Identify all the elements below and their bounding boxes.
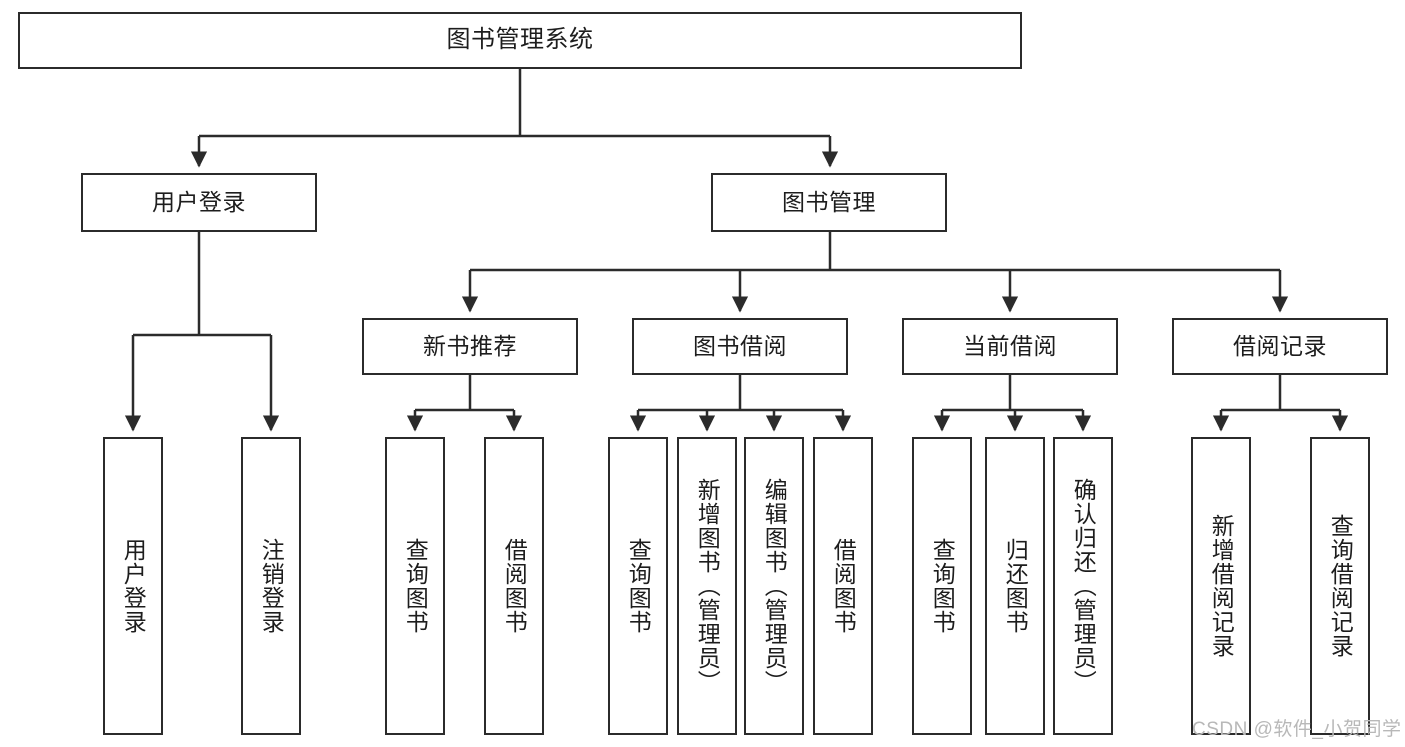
- node-book-management-label: 图书管理: [782, 188, 876, 215]
- node-borrow-records[interactable]: 借阅记录: [1172, 318, 1388, 375]
- leaf-borrow-book[interactable]: 借阅图书: [813, 437, 873, 735]
- leaf-logout-label: 注销登录: [258, 538, 285, 634]
- leaf-return-book[interactable]: 归还图书: [985, 437, 1045, 735]
- leaf-user-login[interactable]: 用户登录: [103, 437, 163, 735]
- leaf-query-book-borrow-label: 查询图书: [625, 538, 652, 634]
- leaf-query-book-current-label: 查询图书: [929, 538, 956, 634]
- node-root-label: 图书管理系统: [446, 26, 594, 54]
- node-borrow-records-label: 借阅记录: [1233, 332, 1327, 359]
- node-user-login[interactable]: 用户登录: [81, 173, 317, 232]
- leaf-query-book-borrow[interactable]: 查询图书: [608, 437, 668, 735]
- node-new-book-recommend[interactable]: 新书推荐: [362, 318, 578, 375]
- node-book-management[interactable]: 图书管理: [711, 173, 947, 232]
- node-new-book-recommend-label: 新书推荐: [423, 332, 517, 359]
- leaf-edit-book-admin[interactable]: 编辑图书（管理员）: [744, 437, 804, 735]
- leaf-borrow-book-recommend[interactable]: 借阅图书: [484, 437, 544, 735]
- leaf-query-book-recommend[interactable]: 查询图书: [385, 437, 445, 735]
- watermark: CSDN @软件_小贺同学: [1192, 719, 1402, 740]
- node-current-borrow[interactable]: 当前借阅: [902, 318, 1118, 375]
- leaf-query-borrow-record-label: 查询借阅记录: [1327, 514, 1354, 658]
- leaf-confirm-return-admin-label: 确认归还（管理员）: [1070, 478, 1097, 694]
- leaf-borrow-book-recommend-label: 借阅图书: [501, 538, 528, 634]
- leaf-edit-book-admin-label: 编辑图书（管理员）: [761, 478, 788, 694]
- node-user-login-label: 用户登录: [152, 188, 246, 215]
- leaf-query-borrow-record[interactable]: 查询借阅记录: [1310, 437, 1370, 735]
- leaf-confirm-return-admin[interactable]: 确认归还（管理员）: [1053, 437, 1113, 735]
- leaf-query-book-recommend-label: 查询图书: [402, 538, 429, 634]
- leaf-add-borrow-record-label: 新增借阅记录: [1208, 514, 1235, 658]
- node-root[interactable]: 图书管理系统: [18, 12, 1022, 69]
- node-current-borrow-label: 当前借阅: [963, 332, 1057, 359]
- leaf-logout[interactable]: 注销登录: [241, 437, 301, 735]
- leaf-query-book-current[interactable]: 查询图书: [912, 437, 972, 735]
- node-book-borrow[interactable]: 图书借阅: [632, 318, 848, 375]
- leaf-borrow-book-label: 借阅图书: [830, 538, 857, 634]
- leaf-add-book-admin[interactable]: 新增图书（管理员）: [677, 437, 737, 735]
- node-book-borrow-label: 图书借阅: [693, 332, 787, 359]
- leaf-add-book-admin-label: 新增图书（管理员）: [694, 478, 721, 694]
- leaf-add-borrow-record[interactable]: 新增借阅记录: [1191, 437, 1251, 735]
- leaf-return-book-label: 归还图书: [1002, 538, 1029, 634]
- leaf-user-login-label: 用户登录: [120, 538, 147, 634]
